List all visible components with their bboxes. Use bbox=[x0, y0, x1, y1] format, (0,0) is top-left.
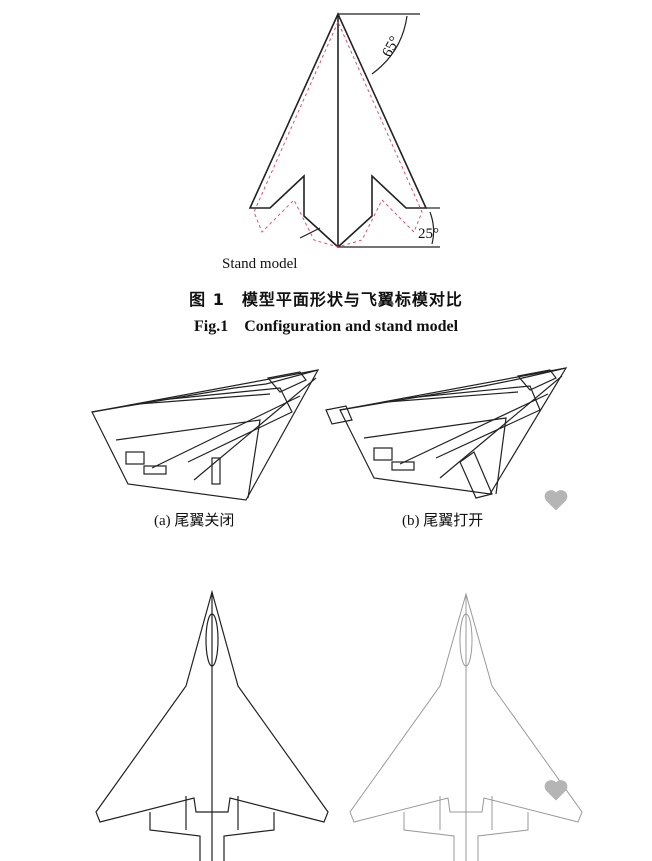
subfig-a-label: (a) 尾翼关闭 bbox=[154, 513, 235, 529]
model-views bbox=[91, 367, 568, 501]
stand-model-label: Stand model bbox=[222, 256, 298, 272]
stand-model-outline bbox=[253, 20, 423, 248]
heart-icon[interactable] bbox=[542, 486, 570, 514]
figure1-caption-en: Fig.1 Configuration and stand model bbox=[193, 318, 459, 335]
figure1-caption-cn: 图 1 模型平面形状与飞翼标模对比 bbox=[189, 290, 463, 309]
model-tail-open bbox=[325, 367, 568, 499]
heart-icon[interactable] bbox=[542, 776, 570, 804]
topview-left bbox=[95, 589, 329, 861]
planform-diagram: 65° 25° bbox=[248, 12, 440, 249]
angle-25-label: 25° bbox=[418, 226, 439, 242]
subfig-b-label: (b) 尾翼打开 bbox=[402, 513, 484, 529]
topview-right bbox=[349, 592, 583, 861]
model-tail-closed bbox=[91, 369, 320, 501]
